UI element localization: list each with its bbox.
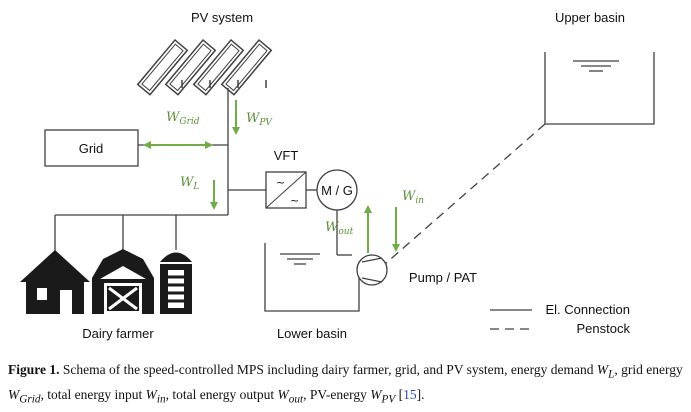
silo-icon xyxy=(160,252,192,314)
w-grid-label: WGrid xyxy=(166,110,200,127)
w-in-label: Win xyxy=(402,189,424,206)
diagram-canvas: PV system Grid ~ ~ VFT M / G Upper basin xyxy=(20,10,655,341)
vft-block: ~ ~ xyxy=(265,171,307,209)
pv-panels xyxy=(136,38,273,96)
legend-penstock: Penstock xyxy=(577,321,631,336)
grid-box xyxy=(44,129,139,167)
motor-generator xyxy=(316,169,358,211)
grid-label: Grid xyxy=(79,141,104,156)
dairy-farmer-label: Dairy farmer xyxy=(82,326,154,341)
electrical-connections xyxy=(54,88,352,258)
reference-link[interactable]: 15 xyxy=(403,386,417,402)
penstock-line xyxy=(384,123,546,265)
pump-pat-label: Pump / PAT xyxy=(409,270,477,285)
legend: El. Connection Penstock xyxy=(490,302,630,336)
barn-icon xyxy=(92,249,154,314)
svg-text:~: ~ xyxy=(276,176,285,189)
legend-el-connection: El. Connection xyxy=(545,302,630,317)
lower-basin xyxy=(264,243,360,312)
upper-basin-label: Upper basin xyxy=(555,10,625,25)
figure-caption: Figure 1. Schema of the speed-controlled… xyxy=(8,362,683,406)
vft-label: VFT xyxy=(274,148,299,163)
lower-basin-label: Lower basin xyxy=(277,326,347,341)
pump-pat xyxy=(356,254,388,286)
upper-basin xyxy=(544,52,655,125)
svg-text:~: ~ xyxy=(290,194,299,207)
w-l-label: WL xyxy=(180,175,199,192)
w-pv-label: WPV xyxy=(246,111,273,128)
mg-label: M / G xyxy=(321,183,353,198)
w-out-label: Wout xyxy=(325,220,354,237)
house-icon xyxy=(20,250,90,314)
flow-arrows xyxy=(143,100,400,253)
pv-system-label: PV system xyxy=(191,10,253,25)
